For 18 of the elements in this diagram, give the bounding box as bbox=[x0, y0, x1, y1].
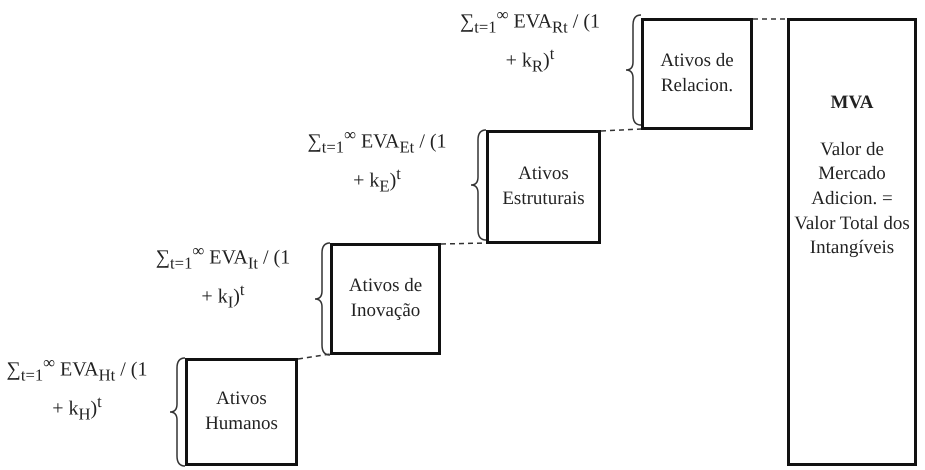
connector-line bbox=[753, 18, 787, 20]
box-text: Ativos de Inovação bbox=[348, 274, 424, 323]
box-text: Ativos Humanos bbox=[204, 387, 279, 436]
asset-box bbox=[486, 130, 601, 244]
connector-line bbox=[298, 353, 330, 360]
asset-box bbox=[330, 243, 441, 355]
asset-box bbox=[787, 18, 917, 466]
box-heading: MVA bbox=[830, 91, 874, 115]
formula: ∑$_{t=1}$$^{∞}$ EVA$_{It}$ / (1 + k$_{I}$)$^{t}$ bbox=[154, 240, 292, 314]
formula: ∑$_{t=1}$$^{∞}$ EVA$_{Et}$ / (1 + k$_{E}$)$^{t}$ bbox=[306, 124, 448, 198]
box-text: Valor de Mercado Adicion. = Valor Total dos Intangíveis bbox=[793, 138, 911, 260]
box-text: Ativos Estruturais bbox=[501, 162, 586, 211]
asset-box bbox=[185, 358, 298, 466]
formula: ∑$_{t=1}$$^{∞}$ EVA$_{Ht}$ / (1 + k$_{H}$)$^{t}$ bbox=[6, 352, 148, 426]
asset-box bbox=[641, 18, 753, 130]
formula: ∑$_{t=1}$$^{∞}$ EVA$_{Rt}$ / (1 + k$_{R}$)$^{t}$ bbox=[459, 4, 601, 78]
box-text: Ativos de Relacion. bbox=[659, 49, 735, 98]
connector-line bbox=[600, 128, 642, 132]
